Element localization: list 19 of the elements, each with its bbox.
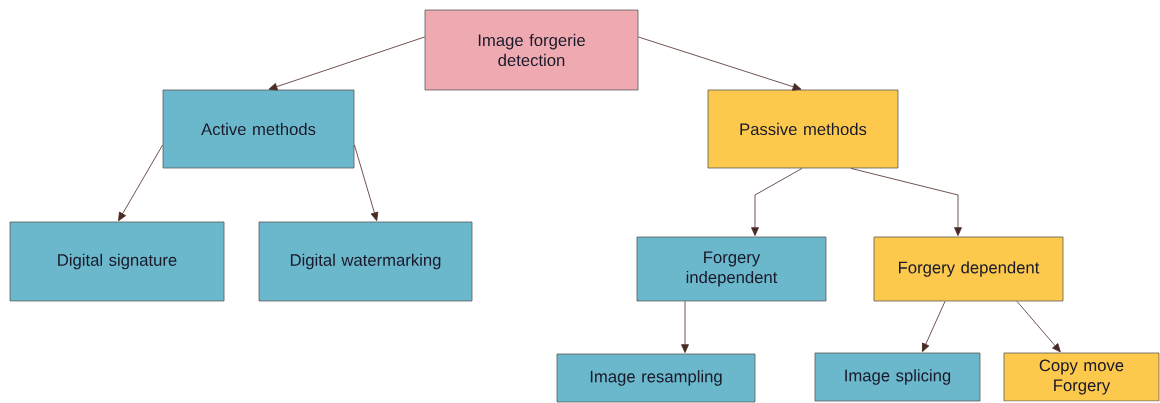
process-box: Active methods <box>162 89 355 169</box>
arrow <box>751 168 803 236</box>
arrow <box>1016 301 1061 353</box>
process-box: Image splicing <box>814 352 981 402</box>
arrow <box>118 144 163 222</box>
arrow <box>354 144 379 221</box>
process-box: Copy move Forgery <box>1003 352 1160 402</box>
process-box: Digital watermarking <box>258 221 473 302</box>
arrow <box>681 301 689 353</box>
process-box: Forgery dependent <box>873 236 1064 302</box>
arrow <box>922 301 946 353</box>
arrow <box>850 168 962 236</box>
process-box: Forgery independent <box>636 236 827 302</box>
process-box: Digital signature <box>9 221 225 302</box>
process-box: Image forgerie detection <box>424 9 639 91</box>
arrow <box>638 36 802 91</box>
process-box: Image resampling <box>556 353 756 403</box>
arrow <box>268 36 425 91</box>
process-box: Passive methods <box>707 89 899 169</box>
